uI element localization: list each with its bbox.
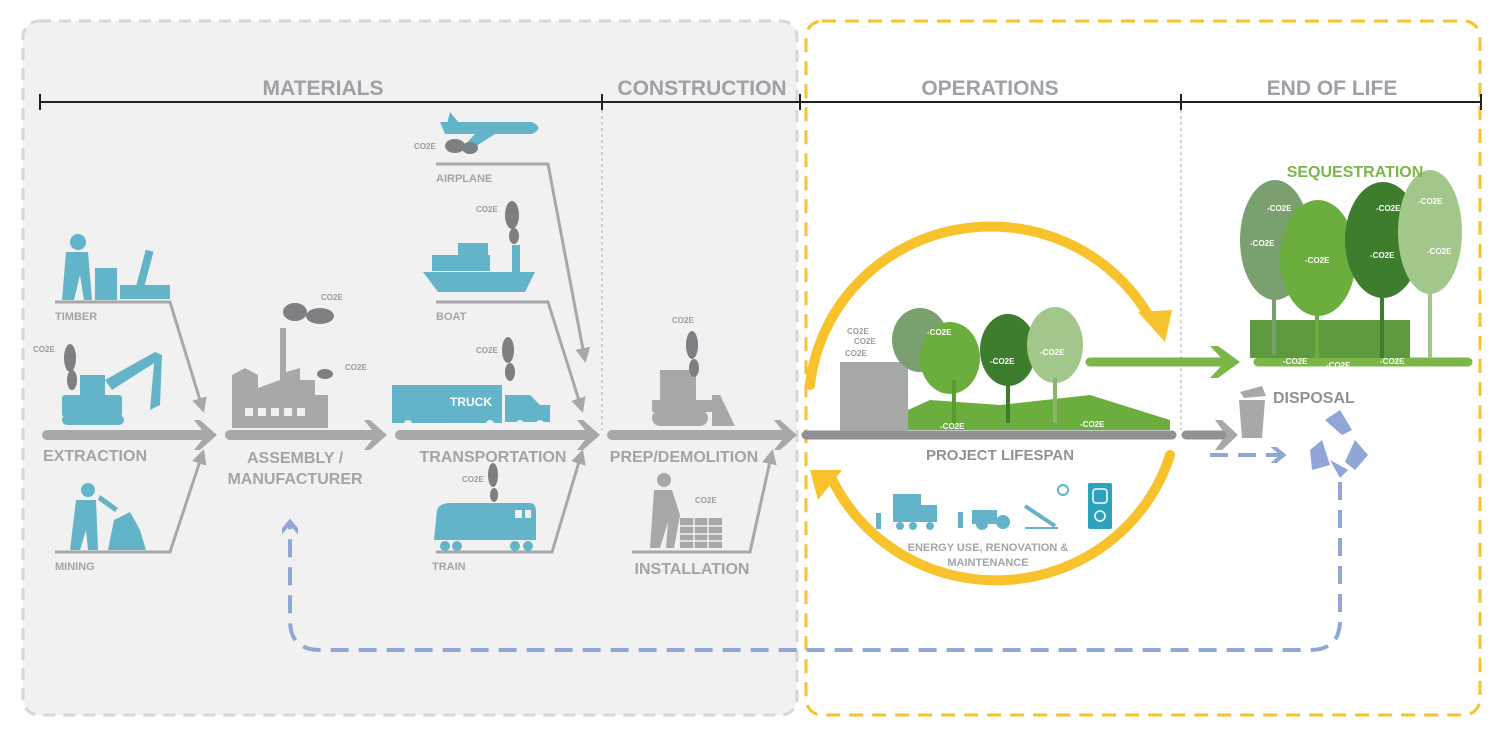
svg-text:-CO2E: -CO2E xyxy=(1370,251,1395,260)
svg-text:-CO2E: -CO2E xyxy=(990,357,1015,366)
label-boat: BOAT xyxy=(436,311,467,323)
label-train: TRAIN xyxy=(432,561,466,573)
label-energy-1: ENERGY USE, RENOVATION & xyxy=(908,542,1069,554)
svg-text:CO2E: CO2E xyxy=(672,316,694,325)
timeline xyxy=(39,94,1482,110)
svg-text:-CO2E: -CO2E xyxy=(1080,420,1105,429)
bulldozer-smoke-icon xyxy=(686,331,699,377)
phase-operations: OPERATIONS xyxy=(921,77,1058,100)
worker-timber-icon xyxy=(62,234,170,300)
electric-truck-icon xyxy=(876,494,937,530)
label-installation: INSTALLATION xyxy=(635,561,750,578)
phase-end-of-life: END OF LIFE xyxy=(1267,77,1398,100)
svg-text:-CO2E: -CO2E xyxy=(1418,197,1443,206)
phase-dividers xyxy=(601,110,1182,430)
cycle-arrowhead-top xyxy=(1138,310,1172,342)
operations-cycle-arrows xyxy=(805,221,1175,586)
label-prep-demolition: PREP/DEMOLITION xyxy=(610,449,758,466)
operations-endoflife-panel xyxy=(804,19,1482,717)
bulldozer-icon xyxy=(652,370,735,426)
svg-text:CO2E: CO2E xyxy=(345,363,367,372)
solar-panel-icon xyxy=(1023,484,1069,529)
svg-text:-CO2E: -CO2E xyxy=(1380,357,1405,366)
building-icon xyxy=(840,362,908,431)
label-assembly-2: MANUFACTURER xyxy=(227,471,363,488)
phase-materials: MATERIALS xyxy=(263,77,384,100)
svg-text:CO2E: CO2E xyxy=(845,349,867,358)
label-mining: MINING xyxy=(55,561,95,573)
cycle-arrowhead-bottom xyxy=(810,470,842,500)
bricklayer-icon xyxy=(650,473,722,548)
feeder-lines xyxy=(55,162,777,554)
excavator-icon xyxy=(62,352,162,425)
truck-icon xyxy=(392,385,550,428)
svg-text:-CO2E: -CO2E xyxy=(1427,247,1452,256)
svg-text:CO2E: CO2E xyxy=(33,345,55,354)
svg-text:CO2E: CO2E xyxy=(321,293,343,302)
label-assembly-1: ASSEMBLY / xyxy=(247,450,344,467)
excavator-smoke-icon xyxy=(64,344,77,390)
svg-text:-CO2E: -CO2E xyxy=(1305,256,1330,265)
label-sequestration: SEQUESTRATION xyxy=(1287,164,1424,181)
label-timber: TIMBER xyxy=(55,311,97,323)
label-extraction: EXTRACTION xyxy=(43,448,147,465)
trash-bin-icon xyxy=(1239,386,1266,438)
label-transportation: TRANSPORTATION xyxy=(420,449,567,466)
svg-text:-CO2E: -CO2E xyxy=(1376,204,1401,213)
label-energy-2: MAINTENANCE xyxy=(947,557,1028,569)
trees-icon-sequestration xyxy=(1240,170,1462,358)
svg-text:CO2E: CO2E xyxy=(695,496,717,505)
train-smoke-icon xyxy=(488,463,498,502)
svg-text:CO2E: CO2E xyxy=(462,475,484,484)
phase-construction: CONSTRUCTION xyxy=(617,77,786,100)
truck-label: TRUCK xyxy=(450,395,492,409)
boat-smoke-icon xyxy=(505,201,519,244)
recycle-loop xyxy=(282,447,1342,652)
svg-text:-CO2E: -CO2E xyxy=(1326,361,1351,370)
electric-tractor-icon xyxy=(958,510,1010,530)
factory-smoke-icon xyxy=(283,303,334,379)
sequestration-labels: -CO2E -CO2E -CO2E -CO2E -CO2E -CO2E -CO2… xyxy=(927,197,1452,431)
emission-labels: CO2E CO2E CO2E CO2E CO2E CO2E CO2E CO2E … xyxy=(33,142,876,505)
svg-text:-CO2E: -CO2E xyxy=(1283,357,1308,366)
svg-text:CO2E: CO2E xyxy=(414,142,436,151)
label-disposal: DISPOSAL xyxy=(1273,390,1355,407)
materials-construction-panel xyxy=(21,19,799,717)
svg-text:CO2E: CO2E xyxy=(476,346,498,355)
recycle-icon xyxy=(1310,410,1368,478)
train-icon xyxy=(434,503,536,551)
miner-icon xyxy=(70,483,146,550)
svg-text:CO2E: CO2E xyxy=(476,205,498,214)
factory-icon xyxy=(232,328,328,428)
label-airplane: AIRPLANE xyxy=(436,173,492,185)
svg-text:-CO2E: -CO2E xyxy=(1250,239,1275,248)
truck-smoke-icon xyxy=(502,337,515,381)
svg-text:-CO2E: -CO2E xyxy=(1267,204,1292,213)
label-project-lifespan: PROJECT LIFESPAN xyxy=(926,447,1074,464)
trees-icon-operations xyxy=(892,307,1170,430)
svg-text:CO2E: CO2E xyxy=(854,337,876,346)
ev-charger-icon xyxy=(1088,483,1112,529)
airplane-smoke-icon xyxy=(445,139,478,154)
svg-text:CO2E: CO2E xyxy=(847,327,869,336)
boat-icon xyxy=(423,243,535,292)
svg-text:-CO2E: -CO2E xyxy=(1040,348,1065,357)
sequestration-arrowhead xyxy=(1210,346,1240,378)
svg-text:-CO2E: -CO2E xyxy=(940,422,965,431)
svg-text:-CO2E: -CO2E xyxy=(927,328,952,337)
